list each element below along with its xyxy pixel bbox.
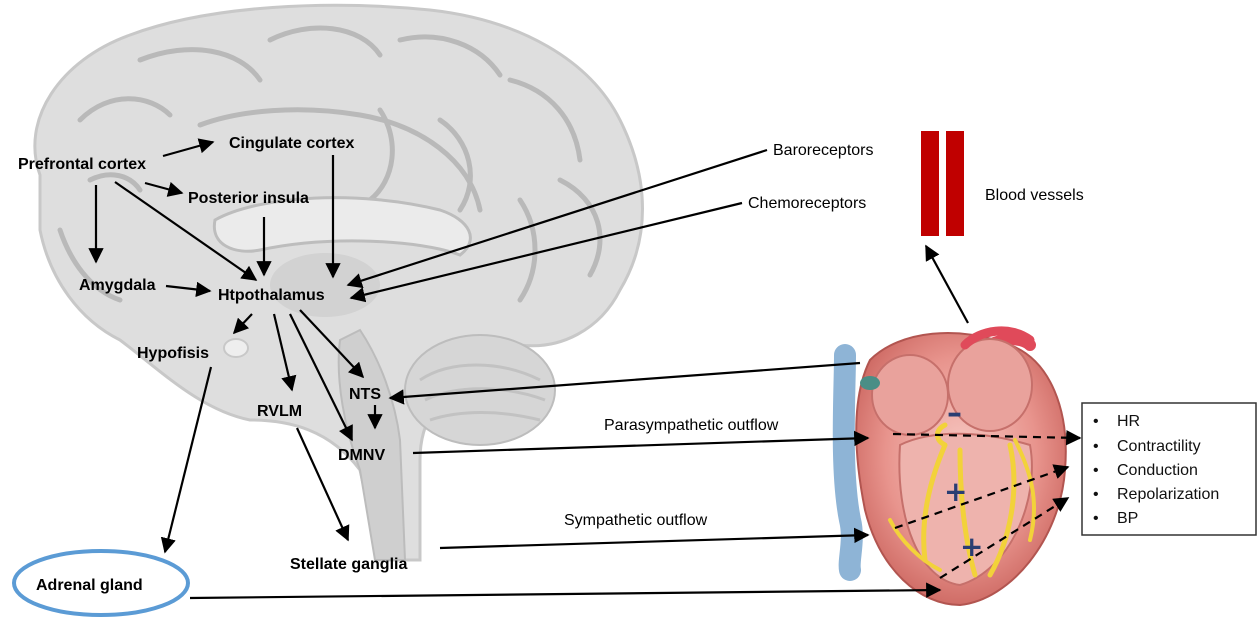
svg-text:•: • <box>1093 438 1099 455</box>
label-cingulate-cortex: Cingulate cortex <box>229 135 354 152</box>
label-nts: NTS <box>349 386 381 403</box>
svg-text:•: • <box>1093 462 1099 479</box>
excitation-sign-upper: + <box>944 475 967 508</box>
excitation-sign-lower: + <box>960 530 983 563</box>
effect-item: HR <box>1117 413 1140 430</box>
heart-illustration <box>844 331 1066 605</box>
effect-item: Conduction <box>1117 462 1198 479</box>
label-chemoreceptors: Chemoreceptors <box>748 195 866 212</box>
label-adrenal-gland: Adrenal gland <box>36 577 143 594</box>
effect-item: Contractility <box>1117 438 1201 455</box>
label-prefrontal-cortex: Prefrontal cortex <box>18 156 146 173</box>
svg-text:•: • <box>1093 486 1099 503</box>
label-hypofisis: Hypofisis <box>137 345 209 362</box>
label-rvlm: RVLM <box>257 403 302 420</box>
label-parasympathetic-outflow: Parasympathetic outflow <box>604 417 779 434</box>
inhibition-sign: – <box>947 396 962 431</box>
label-amygdala: Amygdala <box>79 277 156 294</box>
label-hypothalamus: Htpothalamus <box>218 287 325 304</box>
effect-item: BP <box>1117 510 1138 527</box>
label-blood-vessels: Blood vessels <box>985 187 1084 204</box>
label-sympathetic-outflow: Sympathetic outflow <box>564 512 708 529</box>
label-stellate-ganglia: Stellate ganglia <box>290 556 407 573</box>
label-baroreceptors: Baroreceptors <box>773 142 874 159</box>
effects-box: • HR • Contractility • Conduction • Repo… <box>1082 403 1256 535</box>
effect-item: Repolarization <box>1117 486 1219 503</box>
label-posterior-insula: Posterior insula <box>188 190 309 207</box>
blood-vessels-icon <box>921 131 964 236</box>
svg-text:•: • <box>1093 510 1099 527</box>
svg-text:•: • <box>1093 413 1099 430</box>
label-dmnv: DMNV <box>338 447 385 464</box>
